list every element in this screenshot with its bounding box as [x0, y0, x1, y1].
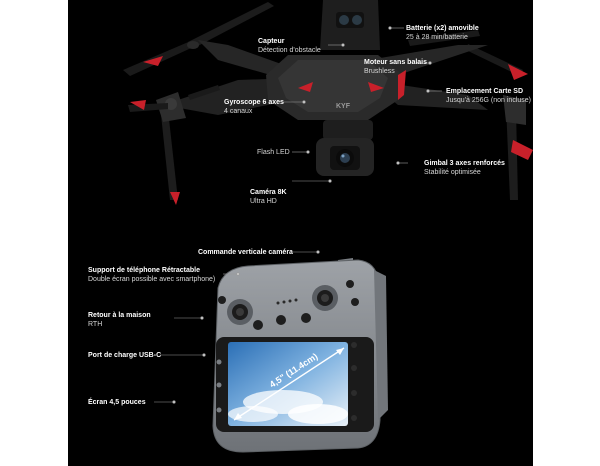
- callout-flash-title: Flash LED: [257, 149, 290, 156]
- callout-phone-support: Support de téléphone Rétractable Double …: [88, 266, 215, 284]
- drone-logo: KYF: [336, 103, 351, 110]
- callout-phone-support-sub: Double écran possible avec smartphone): [88, 276, 216, 283]
- drone-and-remote-illustration: KYF: [123, 0, 533, 453]
- callout-lines: [154, 26, 442, 404]
- rth-button[interactable]: [253, 320, 263, 330]
- callout-flash: Flash LED: [257, 148, 290, 157]
- diagonal-measure-line: [233, 347, 345, 421]
- product-feature-diagram: KYF: [68, 0, 533, 466]
- callout-sensor: Capteur Détection d'obstacle: [258, 37, 321, 55]
- callout-camera: Caméra 8K Ultra HD: [250, 188, 287, 206]
- callout-screen-title: Écran 4,5 pouces: [88, 399, 146, 406]
- drone: KYF: [123, 0, 533, 205]
- remote-controller: 4,5" (11.4cm): [212, 258, 388, 453]
- callout-sd-slot-title: Emplacement Carte SD: [446, 88, 524, 95]
- callout-gyro-title: Gyroscope 6 axes: [224, 99, 284, 106]
- callout-camera-title: Caméra 8K: [250, 189, 287, 196]
- callout-gimbal-sub: Stabilité optimisée: [424, 169, 481, 176]
- callout-rth-title: Retour à la maison: [88, 312, 151, 319]
- callout-vertical-cmd: Commande verticale caméra: [198, 248, 293, 257]
- callout-gimbal: Gimbal 3 axes renforcés Stabilité optimi…: [424, 159, 505, 177]
- callout-usb-port: Port de charge USB-C: [88, 351, 161, 360]
- callout-vertical-cmd-title: Commande verticale caméra: [198, 249, 293, 256]
- callout-usb-port-title: Port de charge USB-C: [88, 352, 162, 359]
- callout-gyro-sub: 4 canaux: [224, 108, 253, 115]
- callout-battery-title: Batterie (x2) amovible: [406, 25, 479, 32]
- callout-rth: Retour à la maison RTH: [88, 311, 151, 329]
- callout-battery: Batterie (x2) amovible 25 à 28 min/batte…: [406, 24, 479, 42]
- callout-sd-slot: Emplacement Carte SD Jusqu'à 256G (non i…: [446, 87, 531, 105]
- callout-sd-slot-sub: Jusqu'à 256G (non incluse): [446, 97, 531, 104]
- callout-gyro: Gyroscope 6 axes 4 canaux: [224, 98, 284, 116]
- callout-gimbal-title: Gimbal 3 axes renforcés: [424, 160, 505, 167]
- callout-rth-sub: RTH: [88, 321, 103, 328]
- callout-screen: Écran 4,5 pouces: [88, 398, 146, 407]
- propeller-top-right: [408, 30, 528, 80]
- callout-motor-sub: Brushless: [364, 68, 395, 75]
- callout-sensor-sub: Détection d'obstacle: [258, 47, 321, 54]
- callout-phone-support-title: Support de téléphone Rétractable: [88, 267, 201, 274]
- callout-motor-title: Moteur sans balais: [364, 59, 428, 66]
- callout-motor: Moteur sans balais Brushless: [364, 58, 427, 76]
- callout-sensor-title: Capteur: [258, 38, 285, 45]
- callout-camera-sub: Ultra HD: [250, 198, 277, 205]
- callout-battery-sub: 25 à 28 min/batterie: [406, 34, 468, 41]
- propeller-top-left: [123, 2, 274, 76]
